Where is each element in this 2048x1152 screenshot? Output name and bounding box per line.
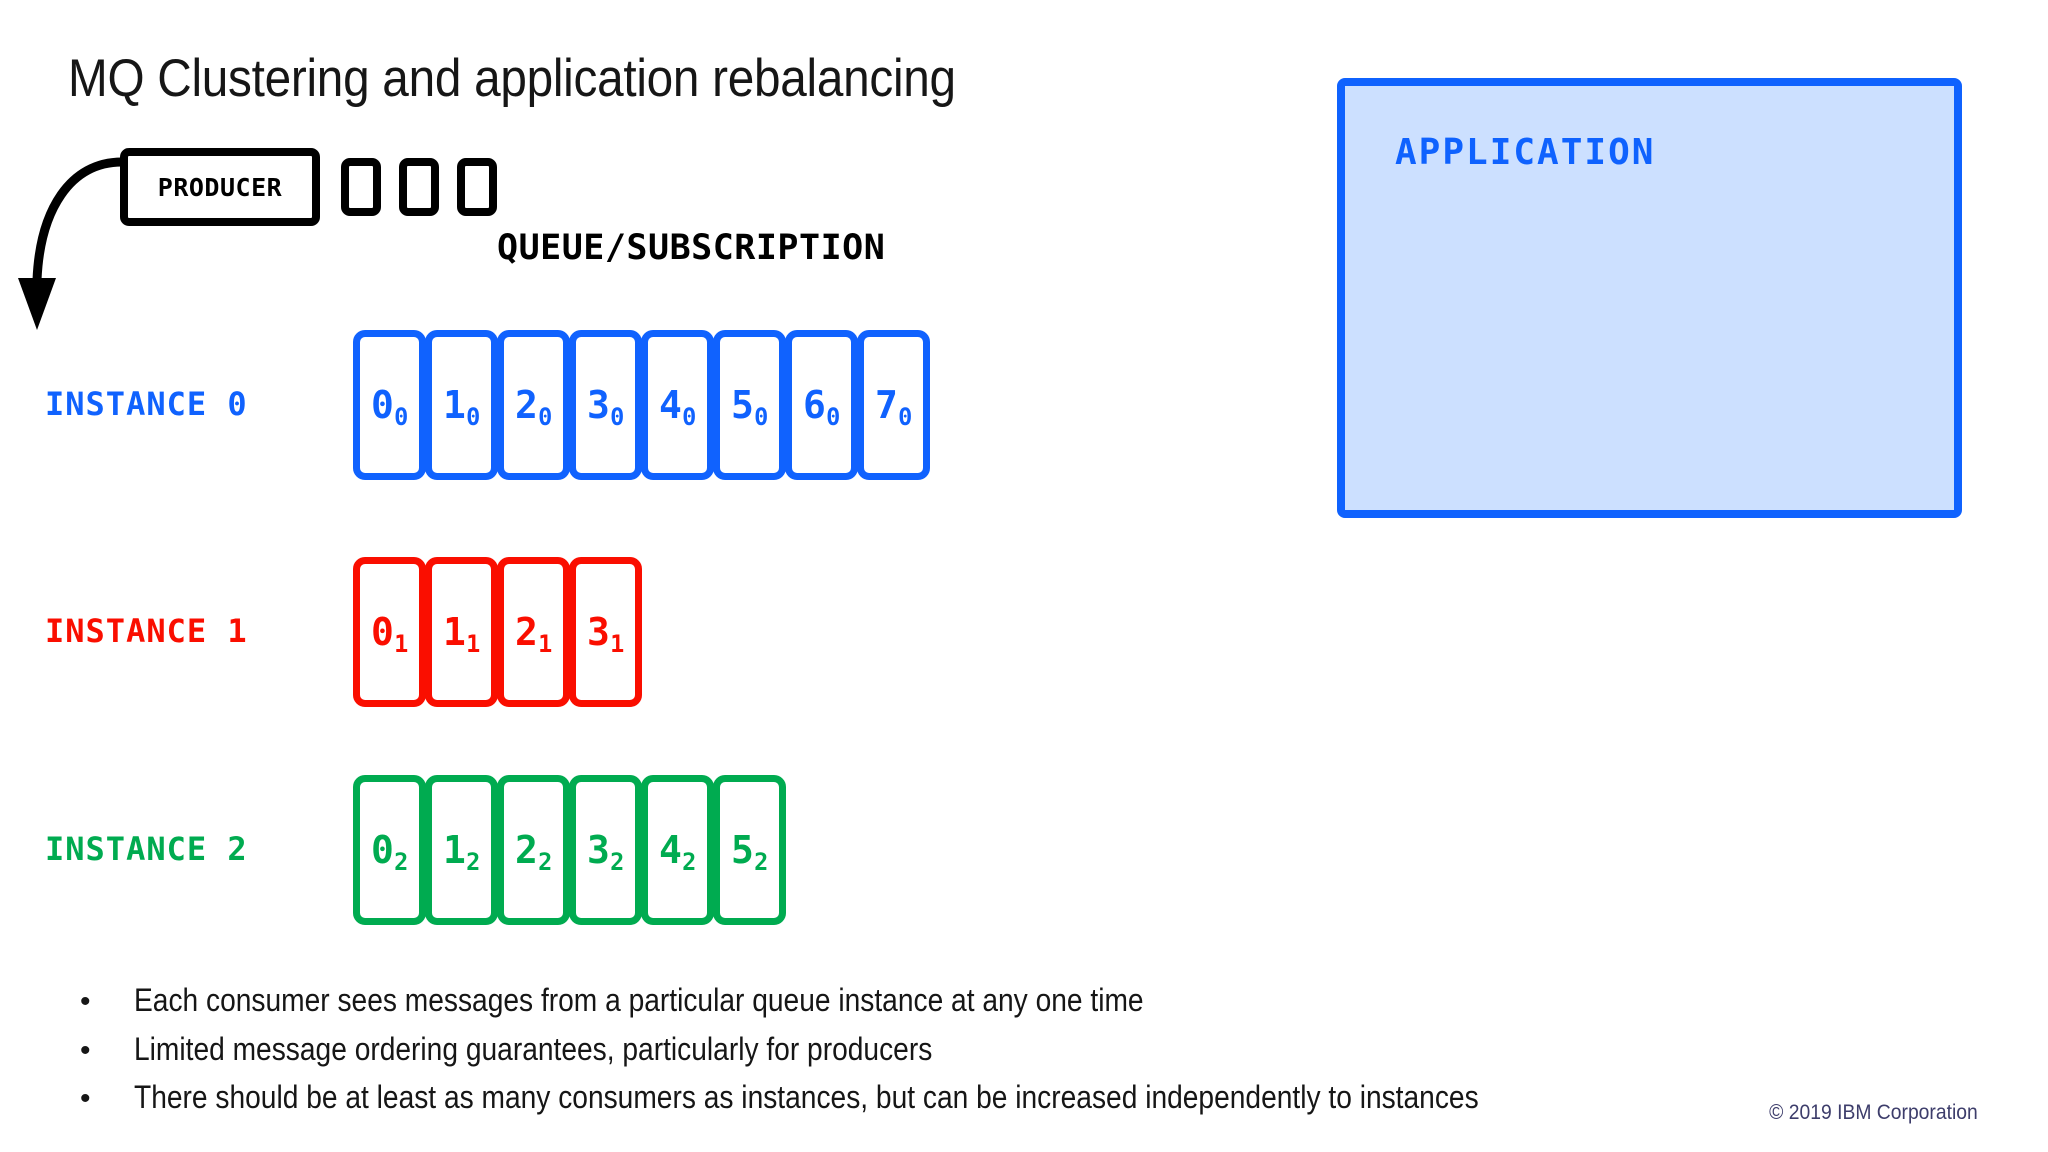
- message-cell-label: 22: [514, 828, 553, 876]
- message-cell-label: 31: [586, 610, 625, 658]
- message-cell-label: 02: [370, 828, 409, 876]
- message-cell-label: 01: [370, 610, 409, 658]
- footer-copyright: © 2019 IBM Corporation: [1769, 1101, 1978, 1124]
- instance-label-0: INSTANCE 0: [45, 385, 248, 423]
- message-cell-label: 12: [442, 828, 481, 876]
- message-cell-label: 32: [586, 828, 625, 876]
- bullet-text: There should be at least as many consume…: [134, 1079, 1479, 1116]
- bullet-item: • Each consumer sees messages from a part…: [80, 980, 1930, 1022]
- page-title: MQ Clustering and application rebalancin…: [68, 49, 956, 108]
- instance-label-1: INSTANCE 1: [45, 612, 248, 650]
- message-cell[interactable]: 52: [713, 775, 786, 925]
- queue-subscription-label: QUEUE/SUBSCRIPTION: [497, 228, 886, 268]
- bullet-list: • Each consumer sees messages from a part…: [80, 980, 1930, 1126]
- message-cell[interactable]: 11: [425, 557, 498, 707]
- message-cell[interactable]: 42: [641, 775, 714, 925]
- message-cell[interactable]: 12: [425, 775, 498, 925]
- bullet-marker-icon: •: [80, 1082, 91, 1116]
- instance-label-2: INSTANCE 2: [45, 830, 248, 868]
- message-cell[interactable]: 10: [425, 330, 498, 480]
- application-label: APPLICATION: [1395, 132, 1656, 173]
- message-cell[interactable]: 20: [497, 330, 570, 480]
- message-cell[interactable]: 30: [569, 330, 642, 480]
- instance-cells-1: 01 11 21 31: [353, 557, 642, 707]
- message-cell-label: 20: [514, 383, 553, 431]
- bullet-item: • There should be at least as many consum…: [80, 1077, 1930, 1119]
- instance-cells-0: 00 10 20 30 40 50 60 70: [353, 330, 930, 480]
- message-cell[interactable]: 50: [713, 330, 786, 480]
- message-cell-label: 00: [370, 383, 409, 431]
- message-cell[interactable]: 00: [353, 330, 426, 480]
- message-square-2: [399, 158, 439, 216]
- bullet-item: • Limited message ordering guarantees, pa…: [80, 1029, 1930, 1071]
- producer-box[interactable]: PRODUCER: [120, 148, 320, 226]
- instance-cells-2: 02 12 22 32 42 52: [353, 775, 786, 925]
- message-cell-label: 70: [874, 383, 913, 431]
- message-cell[interactable]: 40: [641, 330, 714, 480]
- message-cell-label: 21: [514, 610, 553, 658]
- message-cell[interactable]: 01: [353, 557, 426, 707]
- message-cell[interactable]: 21: [497, 557, 570, 707]
- message-cell[interactable]: 32: [569, 775, 642, 925]
- bullet-text: Limited message ordering guarantees, par…: [134, 1030, 933, 1067]
- message-cell-label: 42: [658, 828, 697, 876]
- message-cell-label: 10: [442, 383, 481, 431]
- message-cell[interactable]: 60: [785, 330, 858, 480]
- producer-label: PRODUCER: [157, 172, 283, 202]
- bullet-text: Each consumer sees messages from a parti…: [134, 982, 1144, 1018]
- message-cell[interactable]: 70: [857, 330, 930, 480]
- message-cell[interactable]: 02: [353, 775, 426, 925]
- message-cell-label: 11: [442, 610, 481, 658]
- message-cell[interactable]: 31: [569, 557, 642, 707]
- message-cell-label: 50: [730, 383, 769, 431]
- message-cell-label: 60: [802, 383, 841, 431]
- message-cell-label: 30: [586, 383, 625, 431]
- message-cell[interactable]: 22: [497, 775, 570, 925]
- bullet-marker-icon: •: [80, 1033, 91, 1067]
- message-square-1: [341, 158, 381, 216]
- bullet-marker-icon: •: [80, 985, 91, 1018]
- message-cell-label: 40: [658, 383, 697, 431]
- message-square-3: [457, 158, 497, 216]
- message-cell-label: 52: [730, 828, 769, 876]
- application-panel[interactable]: APPLICATION: [1337, 78, 1962, 518]
